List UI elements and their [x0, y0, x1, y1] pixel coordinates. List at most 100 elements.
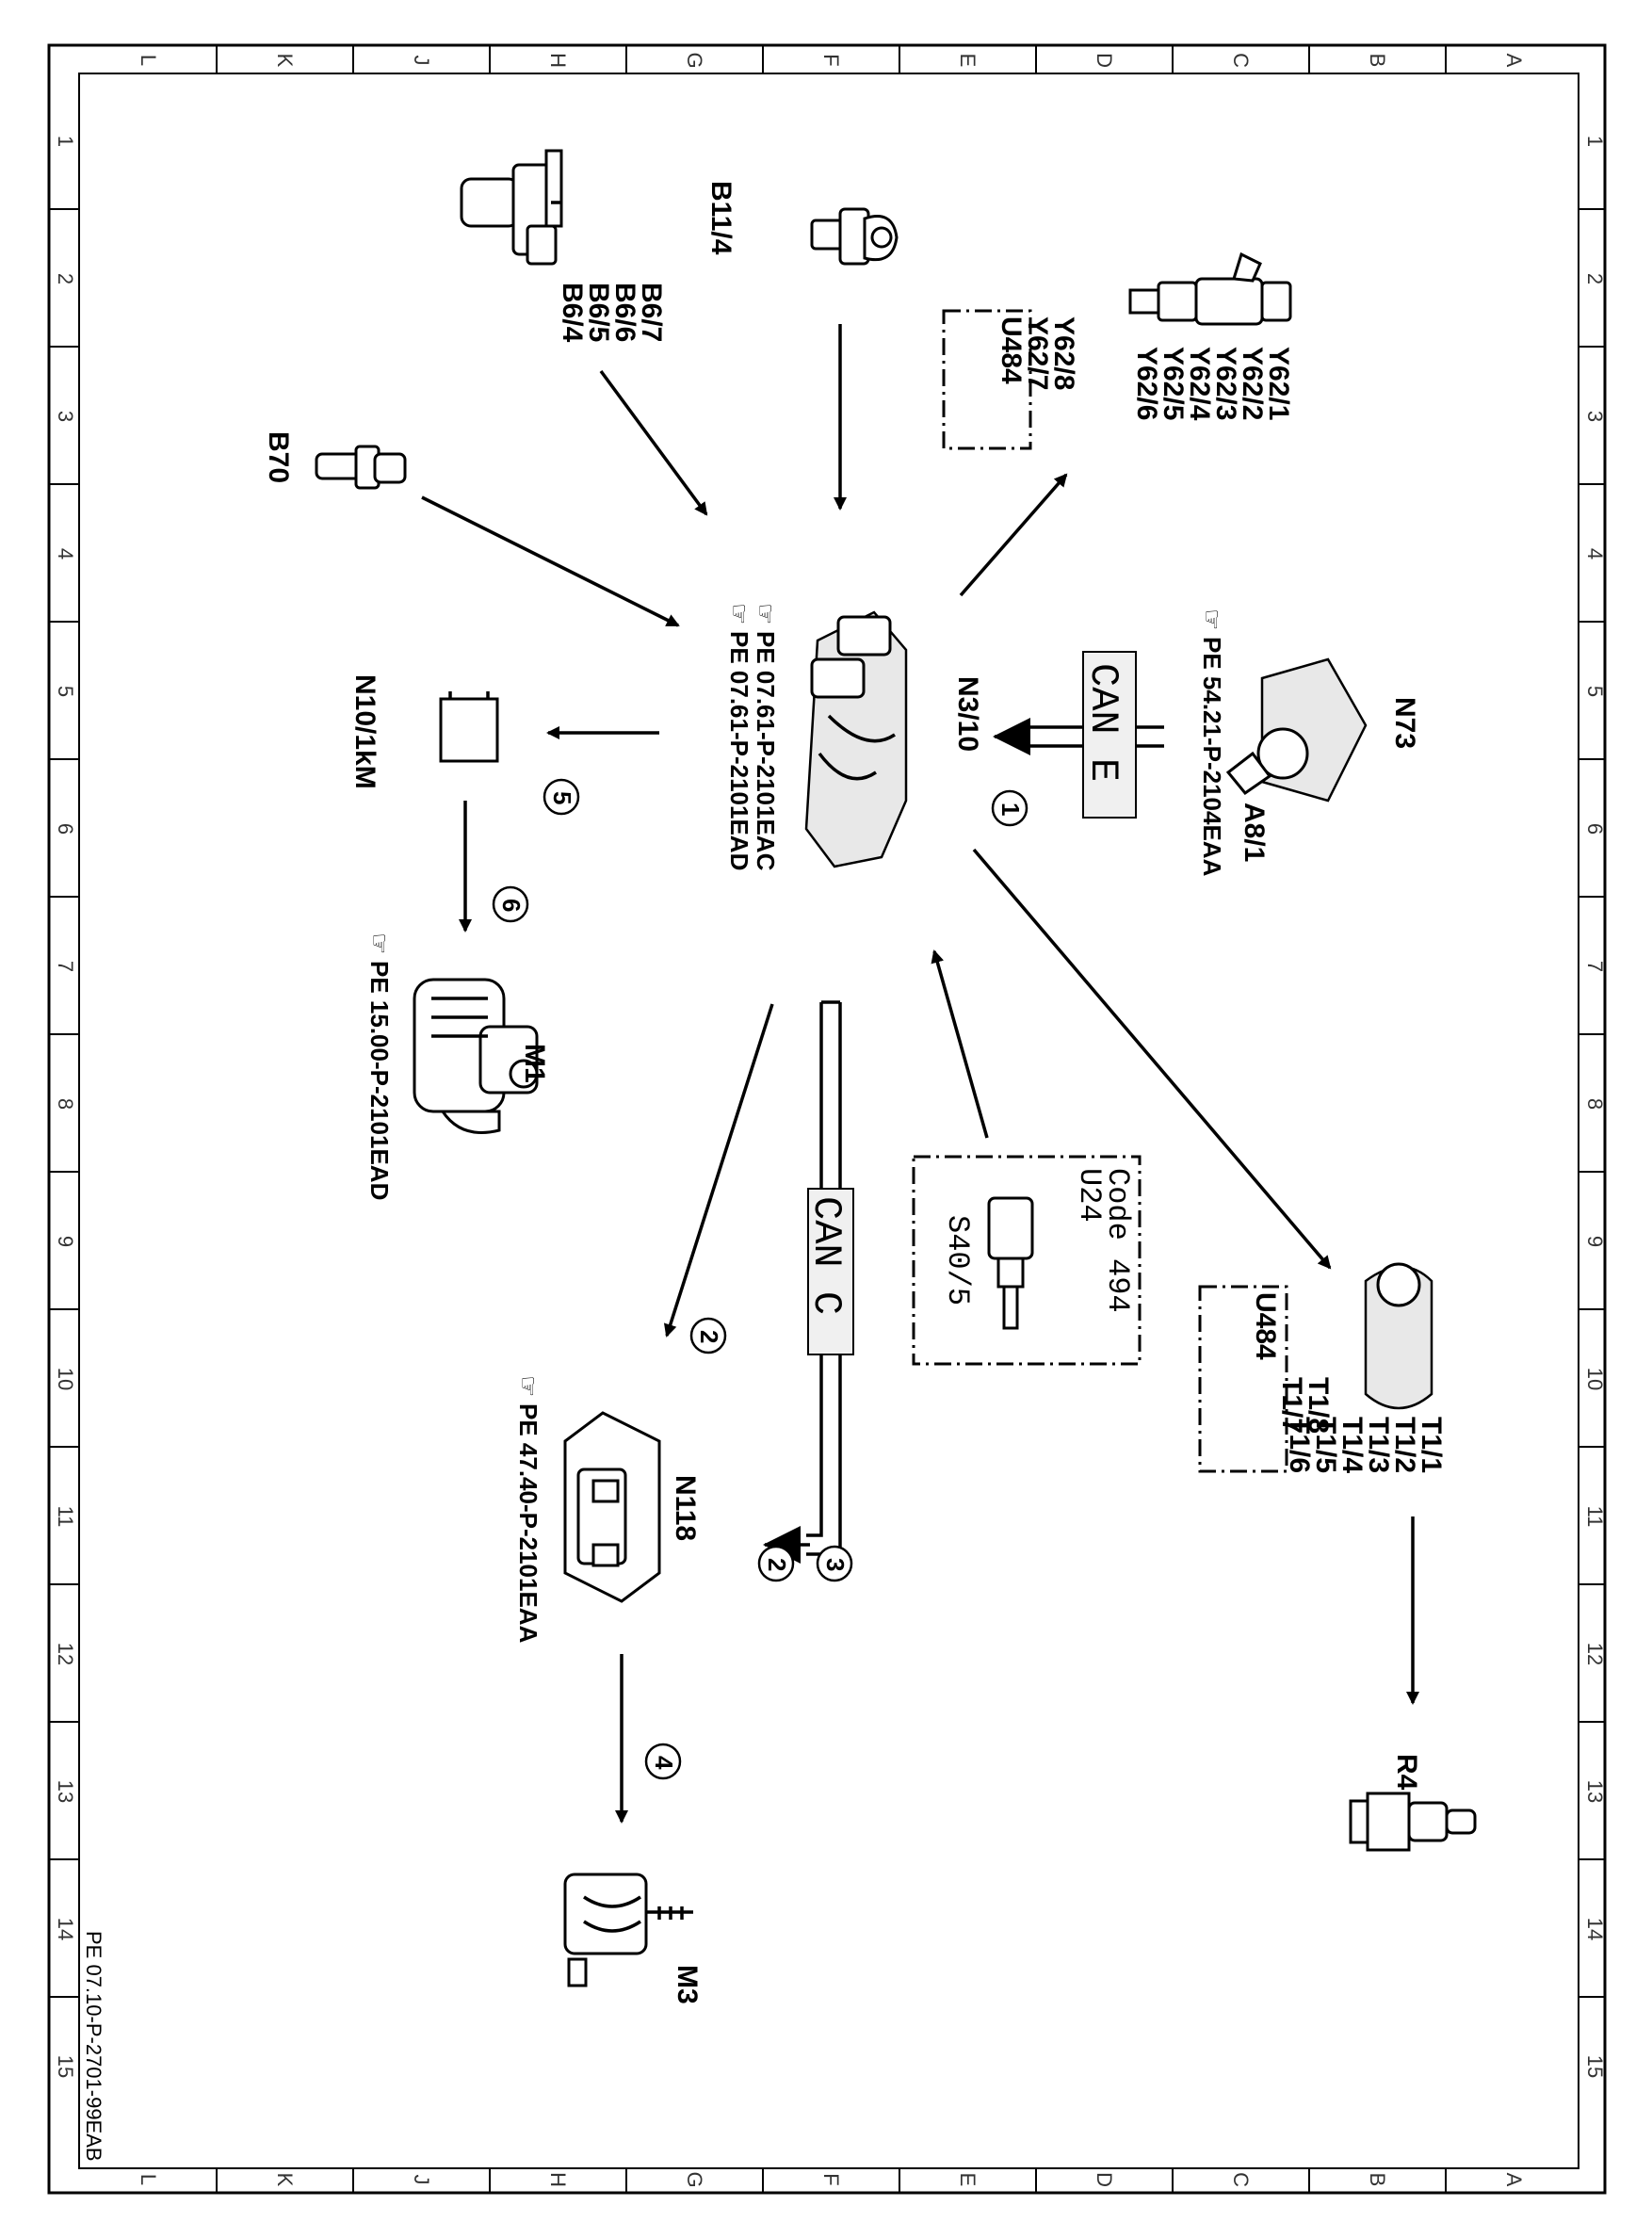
column-label: F: [819, 54, 843, 66]
arrow-b6-to-n3-10: [599, 369, 708, 516]
column-label: G: [683, 52, 706, 68]
row-label: 11: [1583, 1506, 1607, 1528]
t1-u484-labels: U484 T1/7 T1/8: [1250, 1292, 1334, 1434]
s40-5-box: [912, 1155, 1142, 1366]
s40-5-switch-icon: [987, 1196, 1034, 1330]
t1-label: T1/6: [1284, 1417, 1315, 1473]
m1-ref-group: ☞ PE 15.00-P-2101EAD: [365, 932, 394, 1200]
arrow-n3-10-to-t1: [972, 848, 1332, 1270]
column-label: J: [410, 56, 433, 66]
ref-icon: ☞: [725, 603, 753, 624]
callout-text: 2: [695, 1330, 723, 1343]
n3-10-label: N3/10: [952, 676, 983, 752]
b70-label: B70: [263, 431, 294, 483]
b11-4-label: B11/4: [705, 181, 737, 255]
callout-2b: 2: [757, 1545, 795, 1582]
column-label: K: [273, 54, 297, 68]
row-label: 7: [54, 961, 77, 972]
y62-label: Y62/5: [1158, 347, 1189, 420]
row-label: 2: [1583, 273, 1607, 284]
n10-1km-label: N10/1kM: [349, 674, 381, 789]
row-label: 5: [54, 686, 77, 697]
callout-text: 1: [996, 803, 1025, 816]
b11-4-sensor-icon: [810, 207, 899, 266]
b6-label: B6/6: [609, 283, 640, 342]
y62-u484-label: Y62/8: [1048, 316, 1079, 390]
callout-text: 6: [497, 899, 526, 912]
b6-camshaft-sensor-icon: [460, 149, 563, 266]
y62-u484-labels: U484 Y62/7 Y62/8: [996, 316, 1079, 390]
row-label: 1: [1583, 136, 1607, 147]
m3-label: M3: [672, 1965, 703, 2004]
t1-u484-label: T1/7: [1276, 1377, 1307, 1434]
column-label: F: [819, 2173, 843, 2185]
column-grid: L K J H G F E D C B A L K J H G F E D C …: [137, 45, 1526, 2193]
column-label: C: [1229, 53, 1253, 68]
b6-label: B6/4: [557, 283, 588, 343]
can-c-label-box: [807, 1188, 854, 1355]
n73-ref: PE 54.21-P-2104EAA: [1198, 637, 1226, 877]
row-label: 3: [54, 411, 77, 422]
row-grid: 1 2 3 4 5 6 7 8 9 10 11 12 13 14 15 1 2 …: [49, 136, 1607, 2078]
n73-label: N73: [1389, 697, 1420, 749]
outer-frame: [47, 43, 1607, 2195]
y62-u484-box: [942, 309, 1032, 450]
column-label: D: [1093, 2172, 1116, 2187]
row-label: 13: [54, 1780, 77, 1803]
row-label: 1: [54, 136, 77, 147]
inner-frame: [78, 73, 1579, 2169]
y62-label: Y62/3: [1210, 347, 1241, 420]
ref-icon: ☞: [365, 932, 394, 954]
callout-5: 5: [543, 778, 580, 816]
t1-ignition-coil-icon: [1364, 1262, 1433, 1410]
row-label: 8: [1583, 1098, 1607, 1110]
column-label: H: [546, 2172, 570, 2187]
column-label: E: [956, 2173, 980, 2187]
row-label: 7: [1583, 961, 1607, 972]
can-e-label: CAN E: [1080, 663, 1126, 782]
row-label: 8: [54, 1098, 77, 1110]
column-label: A: [1502, 54, 1526, 68]
y62-label: Y62/2: [1237, 347, 1268, 420]
callout-3: 3: [816, 1545, 853, 1582]
callout-text: 2: [763, 1558, 791, 1571]
row-label: 6: [54, 823, 77, 835]
t1-label: T1/5: [1310, 1417, 1341, 1473]
t1-label: T1/2: [1389, 1417, 1420, 1473]
column-label: B: [1366, 2173, 1389, 2187]
t1-u484-box: [1198, 1285, 1288, 1473]
r4-label: R4: [1391, 1754, 1422, 1791]
row-label: 13: [1583, 1780, 1607, 1803]
callout-text: 3: [821, 1558, 850, 1571]
row-label: 14: [1583, 1918, 1607, 1940]
column-label: D: [1093, 53, 1116, 68]
n10-1km-relay-icon: [439, 691, 499, 763]
row-label: 15: [54, 2055, 77, 2078]
s40-5-label: S40/5: [940, 1215, 975, 1306]
y62-label: Y62/4: [1184, 347, 1215, 421]
footer-document-id: PE 07.10-P-2701-99EAB: [82, 1931, 105, 2162]
b6-label: B6/5: [583, 283, 614, 342]
column-label: L: [137, 55, 160, 66]
callout-text: 4: [650, 1756, 678, 1770]
arrow-s40-5-to-n3-10: [931, 949, 989, 1139]
s40-5-box-labels: Code 494 U24: [1072, 1168, 1135, 1313]
row-label: 5: [1583, 686, 1607, 697]
arrow-n3-10-to-n118: [663, 1003, 774, 1338]
y62-label: Y62/1: [1263, 347, 1294, 420]
y62-u484-label: U484: [996, 316, 1027, 384]
ref-icon: ☞: [514, 1375, 543, 1397]
row-label: 12: [54, 1643, 77, 1665]
column-label: C: [1229, 2172, 1253, 2187]
t1-u484-label: T1/8: [1303, 1377, 1334, 1434]
row-label: 4: [1583, 548, 1607, 560]
column-label: G: [683, 2171, 706, 2187]
n118-ref: PE 47.40-P-2101EAA: [514, 1403, 543, 1644]
n118-ref-group: ☞ PE 47.40-P-2101EAA: [514, 1375, 543, 1644]
t1-label-group: T1/1 T1/2 T1/3 T1/4 T1/5 T1/6: [1284, 1417, 1447, 1473]
row-label: 9: [54, 1236, 77, 1247]
y62-u484-label: Y62/7: [1022, 316, 1053, 390]
row-label: 10: [54, 1368, 77, 1390]
t1-label: T1/4: [1336, 1417, 1368, 1473]
